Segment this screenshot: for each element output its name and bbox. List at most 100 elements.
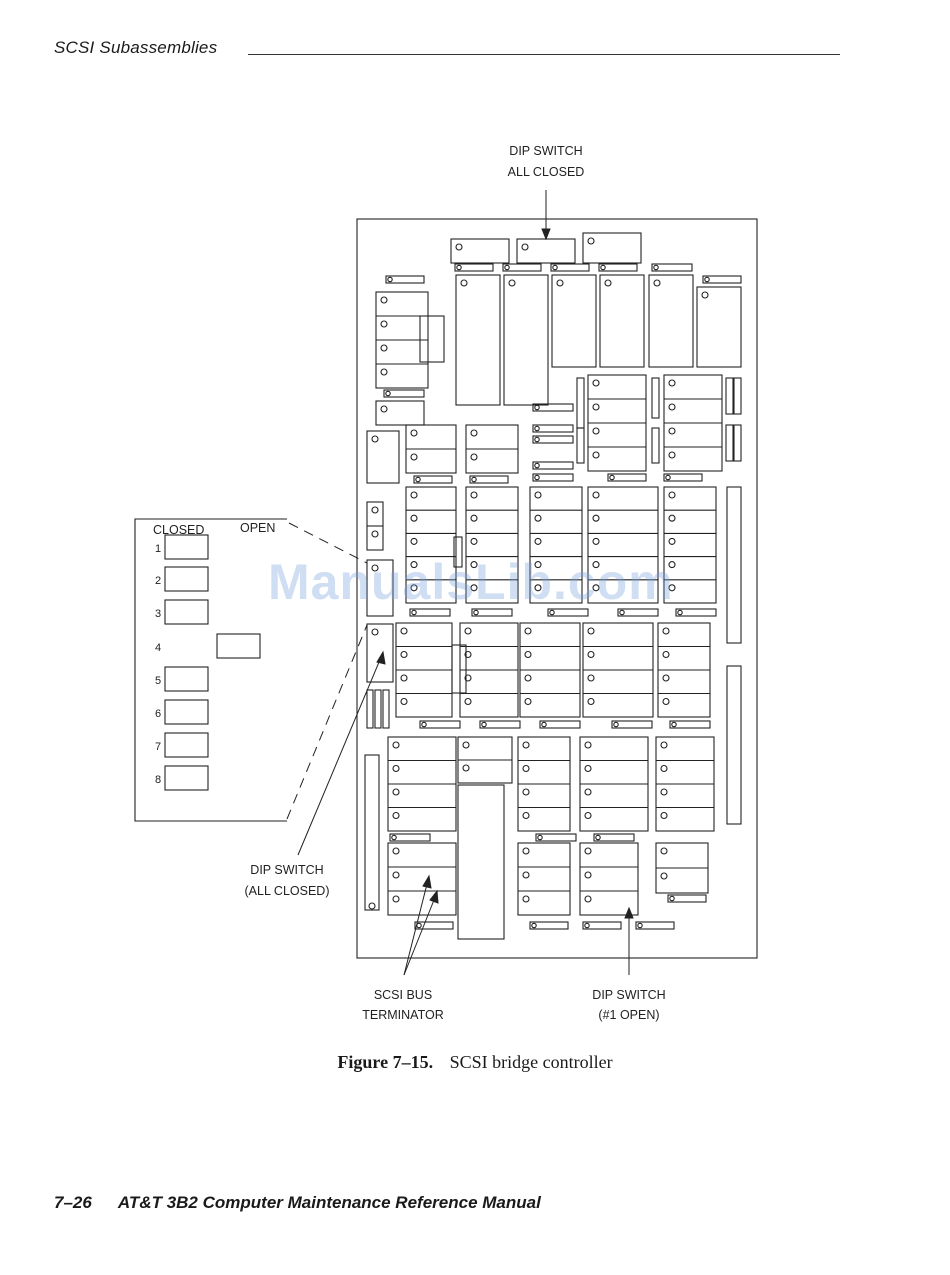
pin1-marker xyxy=(417,923,421,927)
pin1-marker xyxy=(661,848,667,854)
arrowhead xyxy=(625,908,633,918)
small-component xyxy=(375,690,381,728)
left-dip-label-2: (ALL CLOSED) xyxy=(245,884,330,898)
pin1-marker xyxy=(422,722,426,726)
inset-closed-label: CLOSED xyxy=(153,523,204,537)
small-component xyxy=(726,425,733,461)
small-component xyxy=(367,690,373,728)
pin1-marker xyxy=(669,404,675,410)
pin1-marker xyxy=(588,652,594,658)
pin1-marker xyxy=(416,477,420,481)
switch-closed xyxy=(165,567,208,591)
pin1-marker xyxy=(401,628,407,634)
pin1-marker xyxy=(669,452,675,458)
dashed-leader xyxy=(287,625,367,819)
pin1-marker xyxy=(605,280,611,286)
switch-number: 1 xyxy=(155,543,161,555)
pin1-marker xyxy=(523,872,529,878)
pin1-marker xyxy=(670,896,674,900)
pin1-marker xyxy=(661,742,667,748)
pin1-marker xyxy=(669,538,675,544)
pin1-marker xyxy=(585,742,591,748)
pin1-marker xyxy=(523,848,529,854)
pin1-marker xyxy=(588,675,594,681)
pin1-marker xyxy=(471,538,477,544)
pin1-marker xyxy=(372,507,378,513)
pin1-marker xyxy=(585,896,591,902)
pin1-marker xyxy=(471,454,477,460)
page-number: 7–26 xyxy=(54,1193,92,1212)
ic-chip xyxy=(600,275,644,367)
pin1-marker xyxy=(381,321,387,327)
caption-number: Figure 7–15. xyxy=(337,1052,433,1072)
pin1-marker xyxy=(393,848,399,854)
watermark: ManualsLib.com xyxy=(268,553,674,611)
pin1-marker xyxy=(585,789,591,795)
ic-chip xyxy=(552,275,596,367)
dip-switch-inset: 12345678 xyxy=(135,519,287,821)
pin1-marker xyxy=(471,492,477,498)
pin1-marker xyxy=(463,742,469,748)
pin1-marker xyxy=(522,244,528,250)
ic-chip xyxy=(504,275,548,405)
pin1-marker xyxy=(669,428,675,434)
right-dip-label-2: (#1 OPEN) xyxy=(598,1008,659,1022)
ic-chip xyxy=(376,401,424,425)
pin1-marker xyxy=(523,742,529,748)
pin1-marker xyxy=(523,896,529,902)
ic-chip xyxy=(517,239,575,263)
pin1-marker xyxy=(372,531,378,537)
switch-open xyxy=(217,634,260,658)
pin1-marker xyxy=(654,265,658,269)
small-component xyxy=(652,428,659,463)
pin1-marker xyxy=(535,538,541,544)
pin1-marker xyxy=(393,813,399,819)
pin1-marker xyxy=(593,492,599,498)
pin1-marker xyxy=(369,903,375,909)
pin1-marker xyxy=(661,873,667,879)
terminator-label-1: SCSI BUS xyxy=(374,988,432,1002)
figure-caption: Figure 7–15. SCSI bridge controller xyxy=(0,1052,950,1073)
ic-chip xyxy=(697,287,741,367)
pin1-marker xyxy=(401,652,407,658)
pin1-marker xyxy=(535,475,539,479)
pin1-marker xyxy=(669,515,675,521)
pin1-marker xyxy=(593,380,599,386)
pin1-marker xyxy=(705,277,709,281)
pin1-marker xyxy=(401,675,407,681)
pin1-marker xyxy=(557,280,563,286)
leader-terminator-1 xyxy=(404,880,428,975)
small-component xyxy=(652,378,659,418)
ic-chip xyxy=(456,275,500,405)
edge-connector xyxy=(727,487,741,643)
pin1-marker xyxy=(542,722,546,726)
switch-closed xyxy=(165,535,208,559)
pin1-marker xyxy=(411,515,417,521)
pin1-marker xyxy=(654,280,660,286)
pin1-marker xyxy=(596,835,600,839)
pin1-marker xyxy=(669,380,675,386)
switch-number: 5 xyxy=(155,675,161,687)
pin1-marker xyxy=(601,265,605,269)
top-dip-label-1: DIP SWITCH xyxy=(509,144,582,158)
switch-number: 6 xyxy=(155,708,161,720)
pin1-marker xyxy=(381,297,387,303)
pin1-marker xyxy=(472,477,476,481)
connector-tab xyxy=(452,645,466,693)
pin1-marker xyxy=(381,345,387,351)
switch-closed xyxy=(165,733,208,757)
pin1-marker xyxy=(523,813,529,819)
pin1-marker xyxy=(585,813,591,819)
pin1-marker xyxy=(523,789,529,795)
pin1-marker xyxy=(585,766,591,772)
pin1-marker xyxy=(593,404,599,410)
pin1-marker xyxy=(471,515,477,521)
pin1-marker xyxy=(532,923,536,927)
pin1-marker xyxy=(461,280,467,286)
pin1-marker xyxy=(386,391,390,395)
pin1-marker xyxy=(593,428,599,434)
pin1-marker xyxy=(525,652,531,658)
pin1-marker xyxy=(588,238,594,244)
caption-text: SCSI bridge controller xyxy=(450,1052,613,1072)
